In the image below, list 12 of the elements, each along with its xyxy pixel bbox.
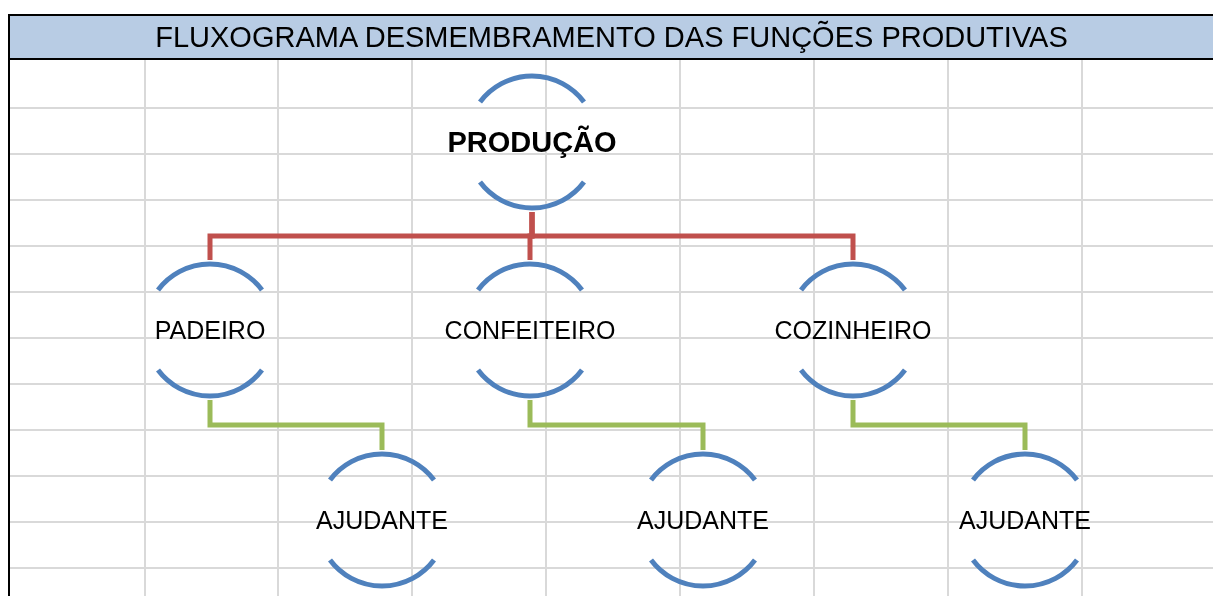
node-label: PRODUÇÃO xyxy=(447,125,617,159)
connector-line xyxy=(850,400,1028,450)
connector-line xyxy=(527,400,706,450)
connector-line xyxy=(207,400,385,450)
node-label: PADEIRO xyxy=(154,315,266,345)
node-label: AJUDANTE xyxy=(316,505,448,535)
node-label: COZINHEIRO xyxy=(774,315,932,345)
node-label: AJUDANTE xyxy=(959,505,1091,535)
node-label: CONFEITEIRO xyxy=(444,315,616,345)
node-label: AJUDANTE xyxy=(637,505,769,535)
title-bar: FLUXOGRAMA DESMEMBRAMENTO DAS FUNÇÕES PRODUTIVAS xyxy=(8,14,1213,60)
connector-line xyxy=(529,212,856,260)
